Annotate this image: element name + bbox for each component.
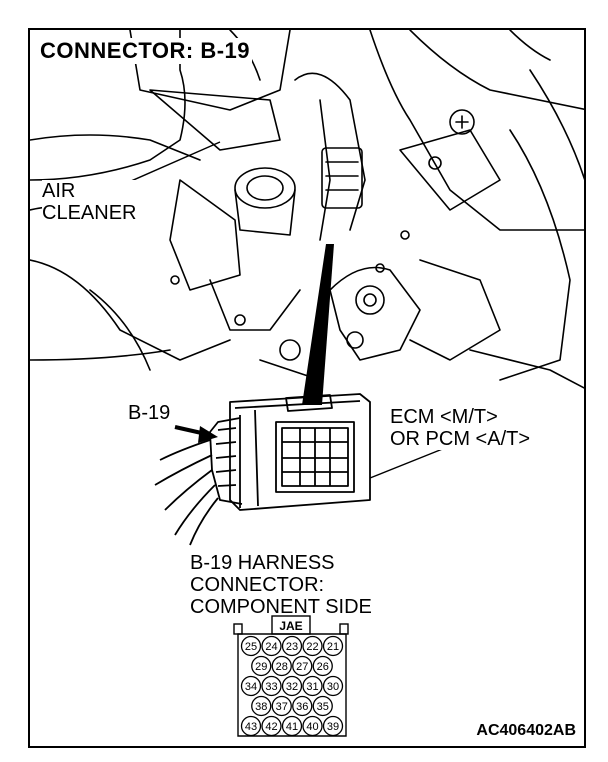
connector-pin-number: 29 (255, 661, 267, 673)
connector-pin-cavity (292, 655, 313, 677)
harness-label-line3: COMPONENT SIDE (190, 596, 372, 618)
connector-pin-cavity (312, 655, 333, 677)
connector-pin-number: 26 (317, 661, 329, 673)
connector-pin-cavity (251, 695, 272, 717)
connector-pin-cavity (251, 655, 272, 677)
connector-pin-number: 39 (327, 721, 339, 733)
connector-pin-number: 35 (317, 701, 329, 713)
connector-pin-cavity (281, 675, 303, 697)
connector-pin-number: 41 (286, 721, 298, 733)
harness-connector-label: B-19 HARNESS CONNECTOR: COMPONENT SIDE (190, 552, 372, 618)
connector-pin-number: 24 (265, 641, 277, 653)
connector-pin-number: 43 (245, 721, 257, 733)
connector-pin-cavity (322, 675, 344, 697)
connector-pin-cavity (281, 635, 303, 657)
connector-pin-number: 31 (306, 681, 318, 693)
harness-label-line2: CONNECTOR: (190, 574, 325, 596)
connector-pin-number: 33 (265, 681, 277, 693)
connector-pin-number: 27 (296, 661, 308, 673)
connector-pin-cavity (240, 715, 262, 737)
connector-pin-number: 21 (327, 641, 339, 653)
connector-pin-number: 22 (306, 641, 318, 653)
connector-pin-cavity (240, 635, 262, 657)
ecm-label-line2: OR PCM <A/T> (390, 428, 531, 450)
connector-pin-number: 23 (286, 641, 298, 653)
connector-latch-left (233, 623, 243, 635)
harness-label-line1: B-19 HARNESS (190, 552, 335, 574)
connector-pin-cavity (240, 675, 262, 697)
connector-pin-number: 37 (276, 701, 288, 713)
connector-pin-number: 28 (276, 661, 288, 673)
connector-pin-cavity (302, 635, 323, 657)
figure-id: AC406402AB (476, 722, 576, 739)
connector-pin-cavity (302, 715, 323, 737)
connector-pin-cavity (281, 715, 303, 737)
connector-pin-cavity (271, 655, 292, 677)
connector-pin-number: 34 (245, 681, 257, 693)
air-cleaner-label-line1: AIR (42, 180, 76, 202)
ecm-pcm-label: ECM <M/T> OR PCM <A/T> (390, 406, 531, 450)
connector-pin-number: 25 (245, 641, 257, 653)
b19-callout-label: B-19 (128, 402, 171, 424)
air-cleaner-label: AIR CLEANER (42, 180, 137, 224)
connector-pin-cavity (302, 675, 323, 697)
connector-pinout: JAE 25 24 23 22 21 29 28 27 26 34 33 32 31 30 38 37 36 35… (233, 615, 349, 737)
connector-pin-number: 36 (296, 701, 308, 713)
connector-pin-number: 42 (265, 721, 277, 733)
connector-pin-number: 40 (306, 721, 318, 733)
connector-pin-cavity (322, 635, 344, 657)
connector-latch-right (339, 623, 349, 635)
connector-tab-label: JAE (279, 619, 302, 633)
connector-pin-cavity (312, 695, 333, 717)
connector-pin-cavity (292, 695, 313, 717)
connector-pin-cavity (261, 635, 282, 657)
ecm-label-line1: ECM <M/T> (390, 406, 498, 428)
connector-pin-cavity (261, 675, 282, 697)
connector-pin-number: 32 (286, 681, 298, 693)
connector-pin-cavity (261, 715, 282, 737)
connector-pin-number: 38 (255, 701, 267, 713)
page-title: CONNECTOR: B-19 (38, 38, 253, 64)
air-cleaner-label-line2: CLEANER (42, 202, 137, 224)
engine-bay-illustration (30, 30, 584, 546)
connector-pin-cavity (271, 695, 292, 717)
connector-pin-cavity (322, 715, 344, 737)
diagram-frame: CONNECTOR: B-19 AIR CLEANER B-19 ECM <M/… (28, 28, 586, 748)
connector-body (237, 633, 347, 737)
connector-pin-number: 30 (327, 681, 339, 693)
